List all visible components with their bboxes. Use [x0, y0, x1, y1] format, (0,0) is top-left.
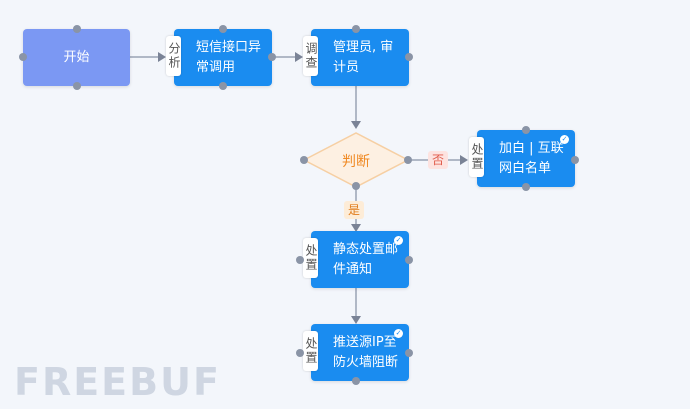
edge-label-no: 否 — [428, 151, 449, 169]
check-icon: ✓ — [560, 135, 569, 144]
connection-port[interactable] — [300, 156, 308, 164]
check-icon: ✓ — [394, 236, 403, 245]
firewall-block-node[interactable]: 处置 推送源IP至防火墙阻断 ✓ — [303, 324, 409, 381]
node-tag: 分析 — [166, 36, 181, 76]
node-tag: 处置 — [303, 238, 318, 278]
admin-auditor-node[interactable]: 调查 管理员, 审计员 — [303, 29, 409, 86]
connection-port[interactable] — [219, 82, 227, 90]
connection-port[interactable] — [522, 183, 530, 191]
connection-port[interactable] — [352, 182, 360, 190]
connection-port[interactable] — [405, 53, 413, 61]
node-label: 静态处置邮件通知 — [333, 242, 399, 277]
node-label: 管理员, 审计员 — [333, 40, 394, 75]
node-label: 短信接口异常调用 — [196, 40, 262, 75]
start-label: 开始 — [63, 49, 90, 65]
connection-port[interactable] — [571, 156, 579, 164]
connection-port[interactable] — [405, 256, 413, 264]
arrow-icon — [351, 224, 361, 232]
connection-port[interactable] — [352, 377, 360, 385]
sms-anomaly-node[interactable]: 分析 短信接口异常调用 — [166, 29, 272, 86]
connection-port[interactable] — [73, 82, 81, 90]
connection-port[interactable] — [404, 156, 412, 164]
arrow-icon — [351, 316, 361, 324]
node-tag: 调查 — [303, 36, 318, 76]
connection-port[interactable] — [219, 25, 227, 33]
node-label: 推送源IP至防火墙阻断 — [333, 335, 399, 370]
email-notify-node[interactable]: 处置 静态处置邮件通知 ✓ — [303, 231, 409, 288]
watermark: FREEBUF — [14, 360, 221, 404]
check-icon: ✓ — [394, 329, 403, 338]
connection-port[interactable] — [19, 53, 27, 61]
connection-port[interactable] — [73, 25, 81, 33]
start-node[interactable]: 开始 — [23, 29, 130, 86]
whitelist-node[interactable]: 处置 加白 | 互联网白名单 ✓ — [469, 130, 575, 187]
connection-port[interactable] — [352, 25, 360, 33]
arrow-icon — [295, 52, 303, 62]
connection-port[interactable] — [296, 256, 304, 264]
connection-port[interactable] — [522, 126, 530, 134]
node-tag: 处置 — [303, 331, 318, 371]
edge-label-yes: 是 — [344, 201, 365, 219]
arrow-icon — [460, 155, 468, 165]
connection-port[interactable] — [296, 349, 304, 357]
node-tag: 处置 — [469, 137, 484, 177]
connection-port[interactable] — [268, 53, 276, 61]
node-label: 加白 | 互联网白名单 — [499, 141, 564, 176]
arrow-icon — [351, 121, 361, 129]
connection-port[interactable] — [405, 349, 413, 357]
decision-label: 判断 — [342, 154, 370, 170]
arrow-icon — [158, 52, 166, 62]
